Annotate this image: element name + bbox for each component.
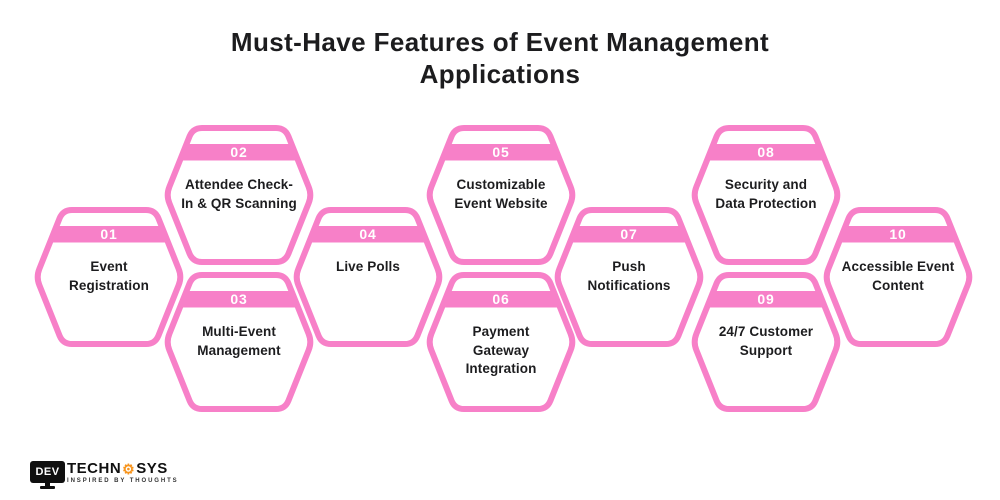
feature-label-line: Multi-Event — [202, 324, 276, 339]
feature-number: 04 — [359, 226, 377, 242]
page-title-line1: Must-Have Features of Event Management — [230, 27, 770, 57]
hexagon-shape-icon — [426, 272, 576, 412]
feature-hexagon-02: 02 Attendee Check- In & QR Scanning — [163, 125, 315, 265]
feature-label-line: Event — [90, 259, 128, 274]
feature-label-line: In & QR Scanning — [181, 195, 297, 211]
hexagon-shape-icon — [823, 207, 973, 347]
feature-number: 01 — [100, 226, 118, 242]
feature-number: 09 — [757, 291, 775, 307]
logo-brand-text: TECHN ⚙ SYS — [67, 461, 179, 477]
feature-label: Attendee Check- In & QR Scanning — [171, 176, 307, 213]
feature-label: Live Polls — [300, 258, 436, 277]
feature-label-line: Gateway — [472, 342, 530, 358]
hexagon-shape-icon — [691, 272, 841, 412]
hexagon-shape-icon — [426, 125, 576, 265]
feature-number: 05 — [492, 144, 510, 160]
feature-label-line: Payment — [472, 324, 530, 339]
feature-number: 06 — [492, 291, 510, 307]
feature-label-line: Registration — [69, 277, 149, 293]
logo-tagline: INSPIRED BY THOUGHTS — [67, 478, 179, 484]
hexagon-shape-icon — [293, 207, 443, 347]
feature-label-line: Support — [739, 342, 793, 358]
feature-number: 08 — [757, 144, 775, 160]
monitor-icon: DEV — [30, 461, 65, 490]
page-title: Must-Have Features of Event Management A… — [0, 26, 1000, 90]
feature-label-line: Integration — [465, 361, 537, 376]
monitor-neck — [45, 483, 50, 486]
monitor-screen: DEV — [30, 461, 65, 483]
page-title-line2: Applications — [419, 59, 581, 89]
feature-label-line: Accessible Event — [841, 259, 955, 274]
feature-label-line: Security and — [724, 177, 808, 192]
feature-label-line: Event Website — [454, 195, 548, 211]
hexagon-shape-icon — [164, 272, 314, 412]
feature-number: 02 — [230, 144, 248, 160]
hexagon-shape-icon — [554, 207, 704, 347]
feature-number: 07 — [620, 226, 638, 242]
feature-label-line: Push — [612, 259, 646, 274]
hexagon-shape-icon — [691, 125, 841, 265]
logo-dev-text: DEV — [35, 466, 60, 478]
feature-label-line: Data Protection — [715, 195, 817, 211]
feature-label-line: Notifications — [587, 277, 671, 293]
devtechnosys-logo: DEV TECHN ⚙ SYS INSPIRED BY THOUGHTS — [30, 461, 179, 490]
feature-label-line: Content — [872, 277, 924, 293]
feature-number: 10 — [889, 226, 907, 242]
gear-icon: ⚙ — [122, 461, 136, 477]
feature-label-line: Attendee Check- — [184, 177, 294, 192]
hexagon-shape-icon — [34, 207, 184, 347]
feature-hexagon-04: 04 Live Polls — [292, 207, 444, 347]
logo-brand-part1: TECHN — [67, 460, 122, 477]
feature-label-line: Management — [197, 342, 281, 358]
feature-label-line: Live Polls — [335, 259, 401, 274]
logo-wordmark: TECHN ⚙ SYS INSPIRED BY THOUGHTS — [67, 461, 179, 485]
feature-label-line: Customizable — [456, 177, 546, 192]
feature-number: 03 — [230, 291, 248, 307]
logo-brand-part2: SYS — [136, 460, 168, 477]
hexagon-shape-icon — [164, 125, 314, 265]
monitor-base — [40, 486, 55, 489]
feature-label-line: 24/7 Customer — [718, 324, 814, 339]
